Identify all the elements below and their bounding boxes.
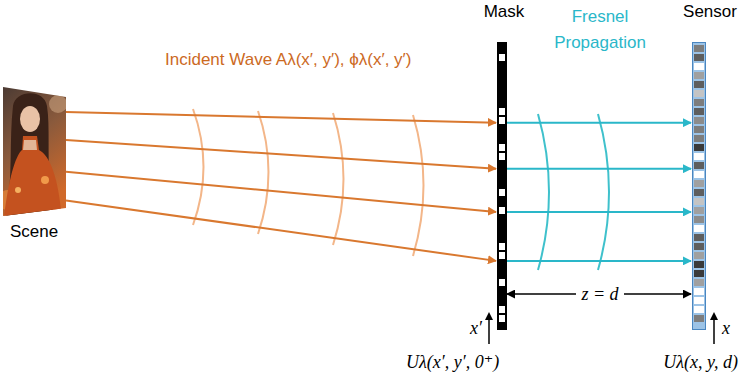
coded-mask: Mask	[478, 2, 530, 332]
fresnel-wavefronts	[538, 114, 609, 270]
mask-pattern	[497, 42, 507, 330]
ray	[507, 168, 691, 170]
scene-picture	[0, 86, 68, 218]
ray	[66, 140, 496, 169]
ray	[66, 112, 496, 123]
coded-mask-shape	[497, 42, 507, 330]
image-sensor: Sensor	[681, 2, 739, 332]
scene-image: Scene	[2, 86, 66, 246]
axis-arrows	[489, 316, 714, 344]
ray	[507, 260, 691, 262]
node-title: Mask	[478, 2, 530, 22]
field-label: Uλ(x′, y′, 0⁺)	[406, 352, 499, 372]
axis-label: x	[722, 318, 730, 338]
edge-label: z = d	[560, 284, 640, 304]
ray	[507, 122, 691, 124]
sensor-pattern	[692, 42, 706, 330]
edge-label: Incident Wave Aλ(x′, y′), ϕλ(x′, y′)	[165, 50, 411, 70]
ray	[66, 172, 496, 212]
ray	[66, 200, 496, 260]
node-title: Scene	[2, 222, 66, 242]
incident-rays	[66, 112, 496, 261]
field-label: Uλ(x, y, d)	[663, 352, 738, 372]
image-sensor-shape	[692, 42, 706, 330]
edge-label: Fresnel Propagation	[543, 4, 657, 56]
scene-image-shape	[2, 86, 66, 216]
node-title: Sensor	[681, 2, 739, 22]
axis-label: x′	[470, 318, 482, 338]
ray	[507, 211, 691, 213]
fresnel-rays	[507, 123, 691, 261]
